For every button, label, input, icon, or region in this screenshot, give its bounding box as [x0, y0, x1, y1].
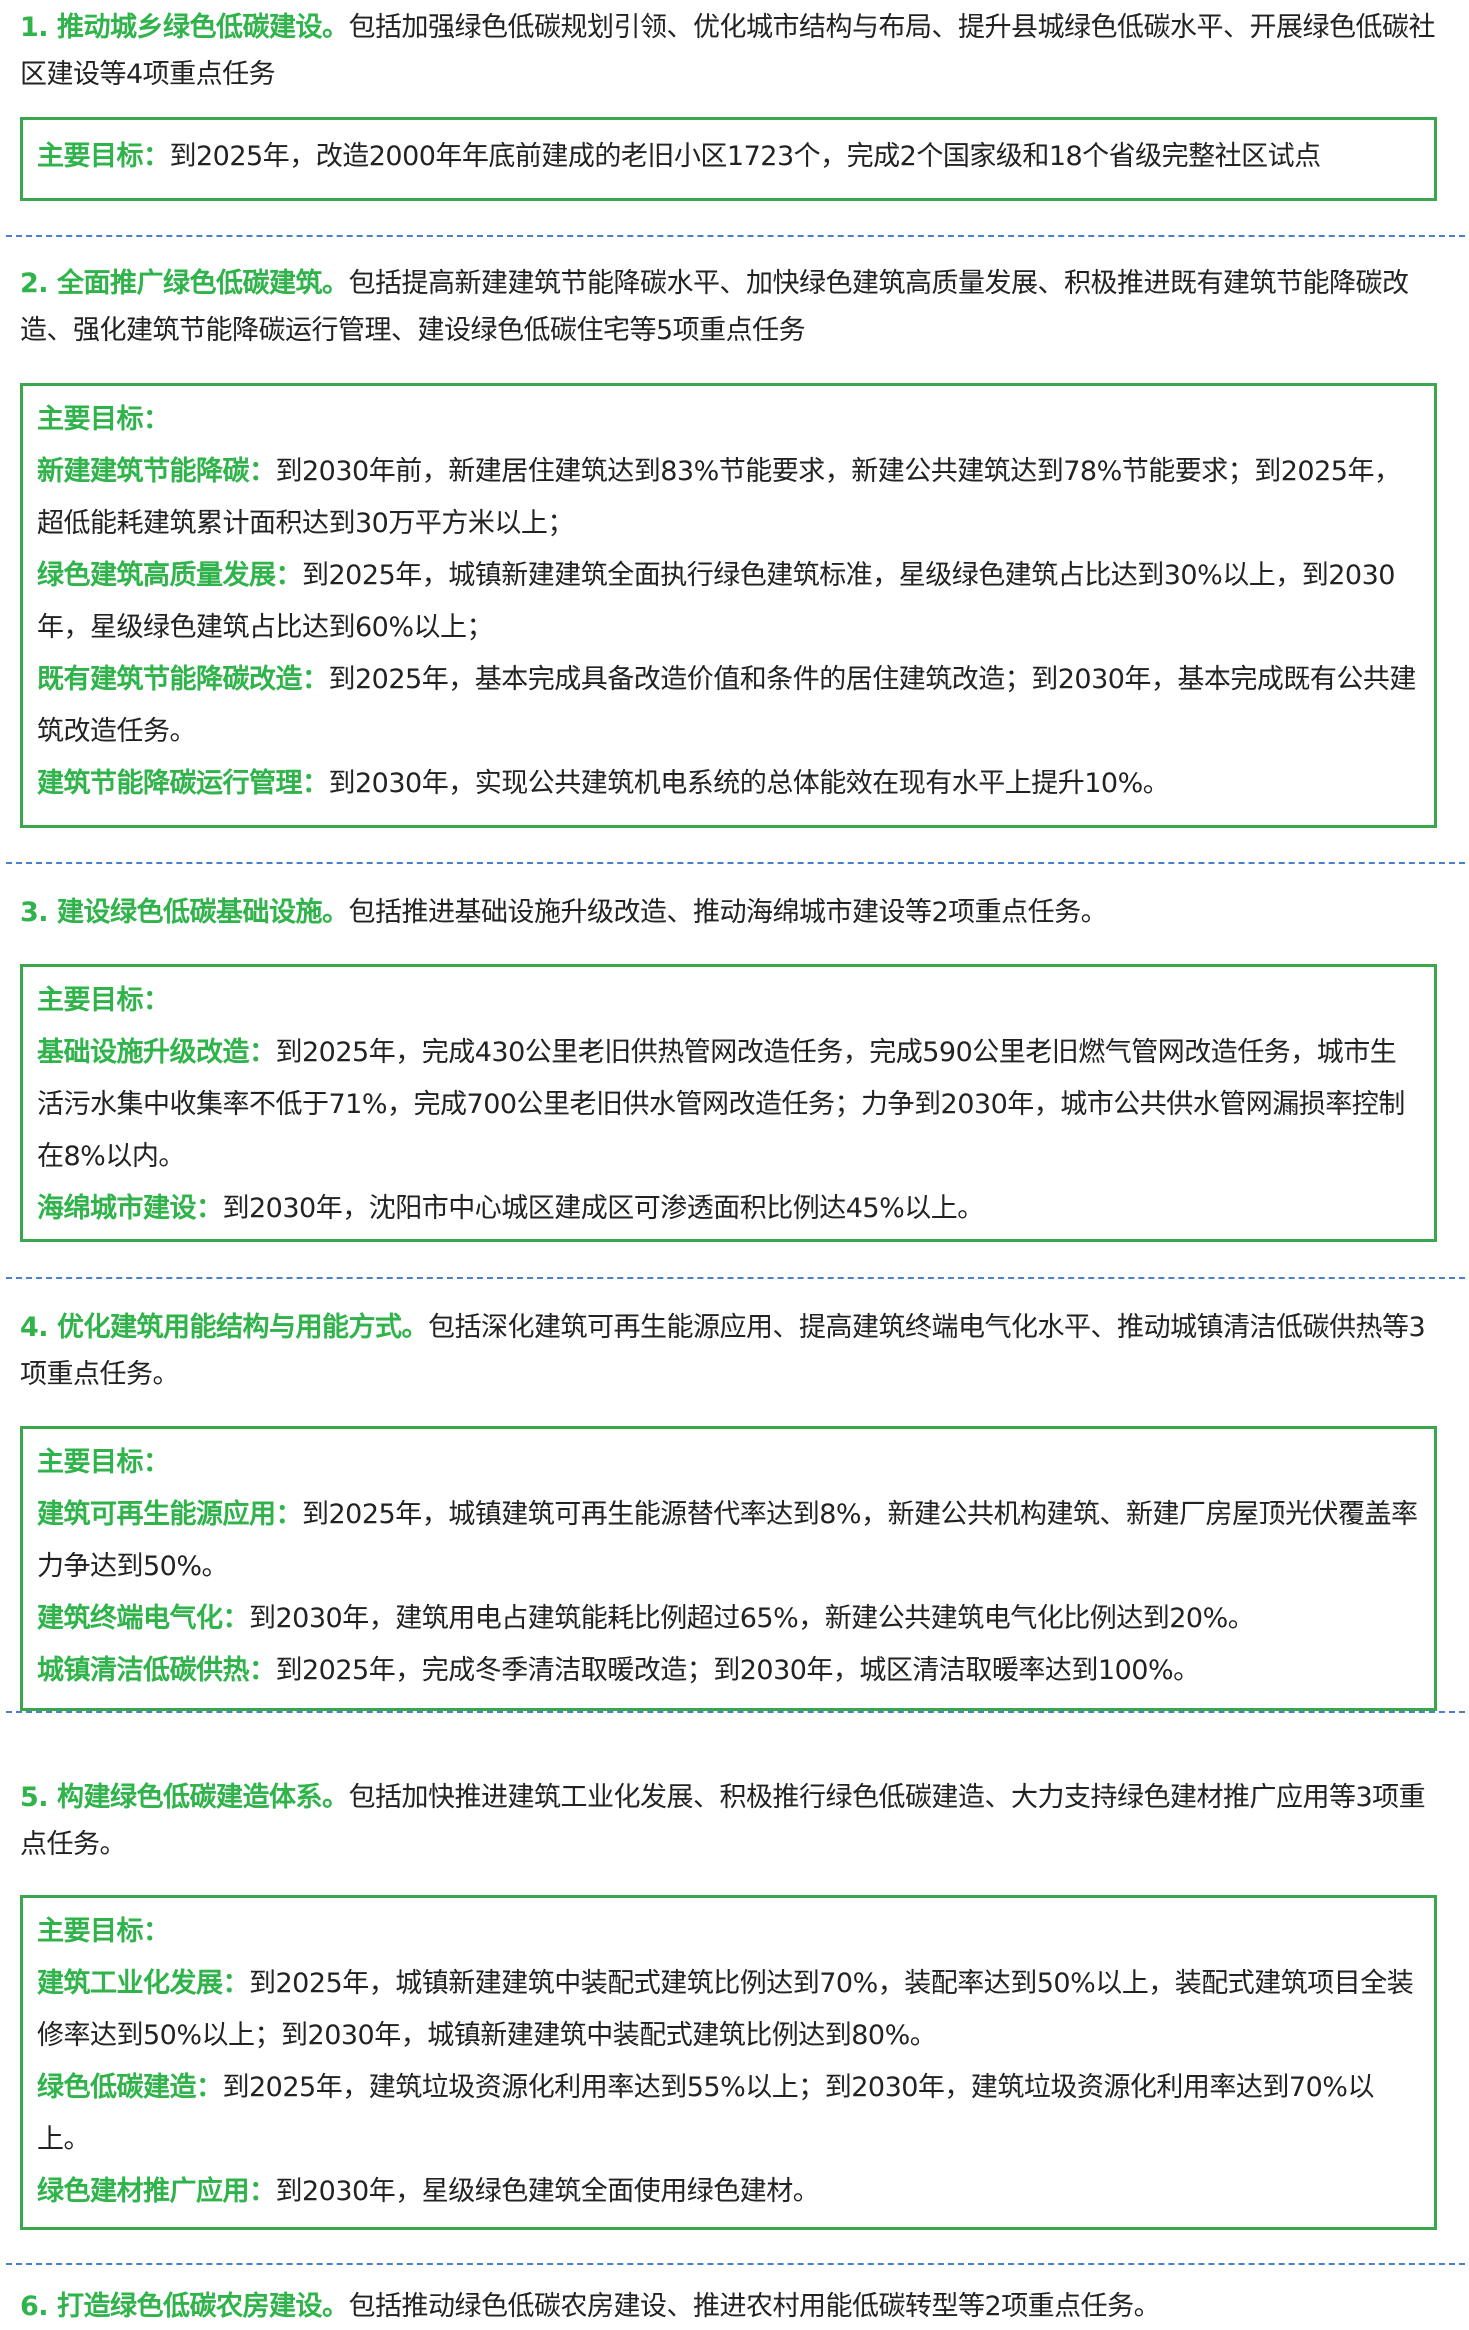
section-heading: 5. 构建绿色低碳建造体系。包括加快推进建筑工业化发展、积极推行绿色低碳建造、大…	[20, 1774, 1440, 1868]
section-description: 包括深化建筑可再生能源应用、提高建筑终端电气化水平、推动城镇清洁低碳供热等3项重…	[20, 1312, 1426, 1390]
section-divider	[6, 862, 1465, 864]
section-title: 2. 全面推广绿色低碳建筑。	[20, 268, 349, 299]
goal-label: 主要目标：	[37, 1447, 170, 1478]
goal-item: 绿色低碳建造：到2025年，建筑垃圾资源化利用率达到55%以上；到2030年，建…	[37, 2062, 1420, 2166]
goal-item: 建筑终端电气化：到2030年，建筑用电占建筑能耗比例超过65%，新建公共建筑电气…	[37, 1593, 1420, 1645]
section-title: 1. 推动城乡绿色低碳建设。	[20, 12, 349, 43]
goal-item: 建筑可再生能源应用：到2025年，城镇建筑可再生能源替代率达到8%，新建公共机构…	[37, 1489, 1420, 1593]
section-heading: 3. 建设绿色低碳基础设施。包括推进基础设施升级改造、推动海绵城市建设等2项重点…	[20, 889, 1440, 936]
goal-item: 基础设施升级改造：到2025年，完成430公里老旧供热管网改造任务，完成590公…	[37, 1027, 1420, 1183]
goal-label: 城镇清洁低碳供热：	[37, 1655, 276, 1686]
goal-text: 到2025年，改造2000年年底前建成的老旧小区1723个，完成2个国家级和18…	[169, 141, 1322, 172]
section-divider	[6, 2263, 1465, 2265]
goal-item: 绿色建筑高质量发展：到2025年，城镇新建建筑全面执行绿色建筑标准，星级绿色建筑…	[37, 550, 1420, 654]
goal-text: 到2030年，沈阳市中心城区建成区可渗透面积比例达45%以上。	[222, 1193, 985, 1224]
section-heading: 4. 优化建筑用能结构与用能方式。包括深化建筑可再生能源应用、提高建筑终端电气化…	[20, 1304, 1440, 1398]
goal-label: 海绵城市建设：	[37, 1193, 223, 1224]
goal-item: 既有建筑节能降碳改造：到2025年，基本完成具备改造价值和条件的居住建筑改造；到…	[37, 654, 1420, 758]
goals-box: 主要目标： 建筑工业化发展：到2025年，城镇新建建筑中装配式建筑比例达到70%…	[20, 1895, 1437, 2230]
goal-label: 主要目标：	[37, 404, 170, 435]
goal-label: 主要目标：	[37, 985, 170, 1016]
goal-label: 建筑工业化发展：	[37, 1968, 250, 1999]
goals-box: 主要目标：到2025年，改造2000年年底前建成的老旧小区1723个，完成2个国…	[20, 117, 1437, 201]
goal-label: 主要目标：	[37, 1916, 170, 1947]
goals-box: 主要目标： 新建建筑节能降碳：到2030年前，新建居住建筑达到83%节能要求，新…	[20, 383, 1437, 828]
goal-text: 到2030年前，新建居住建筑达到83%节能要求，新建公共建筑达到78%节能要求；…	[37, 456, 1401, 539]
goals-box: 主要目标： 建筑可再生能源应用：到2025年，城镇建筑可再生能源替代率达到8%，…	[20, 1426, 1437, 1711]
section-heading: 6. 打造绿色低碳农房建设。包括推动绿色低碳农房建设、推进农村用能低碳转型等2项…	[20, 2283, 1440, 2330]
goal-text: 到2025年，完成430公里老旧供热管网改造任务，完成590公里老旧燃气管网改造…	[37, 1037, 1405, 1172]
goal-text: 到2030年，建筑用电占建筑能耗比例超过65%，新建公共建筑电气化比例达到20%…	[249, 1603, 1255, 1634]
goal-label: 绿色建材推广应用：	[37, 2176, 276, 2207]
goal-text: 到2025年，完成冬季清洁取暖改造；到2030年，城区清洁取暖率达到100%。	[275, 1655, 1201, 1686]
section-title: 3. 建设绿色低碳基础设施。	[20, 897, 349, 928]
goal-label: 建筑可再生能源应用：	[37, 1499, 303, 1530]
goal-label: 既有建筑节能降碳改造：	[37, 664, 329, 695]
goal-label: 主要目标：	[37, 141, 170, 172]
section-divider	[6, 1277, 1465, 1279]
goal-label: 建筑节能降碳运行管理：	[37, 768, 329, 799]
goal-text: 到2025年，基本完成具备改造价值和条件的居住建筑改造；到2030年，基本完成既…	[37, 664, 1416, 747]
goal-text: 到2025年，建筑垃圾资源化利用率达到55%以上；到2030年，建筑垃圾资源化利…	[37, 2072, 1374, 2155]
section-description: 包括推进基础设施升级改造、推动海绵城市建设等2项重点任务。	[348, 897, 1108, 928]
goal-label: 绿色建筑高质量发展：	[37, 560, 303, 591]
goal-item: 海绵城市建设：到2030年，沈阳市中心城区建成区可渗透面积比例达45%以上。	[37, 1183, 1420, 1235]
goal-label: 建筑终端电气化：	[37, 1603, 250, 1634]
section-divider	[6, 235, 1465, 237]
section-title: 5. 构建绿色低碳建造体系。	[20, 1782, 349, 1813]
section-description: 包括提高新建建筑节能降碳水平、加快绿色建筑高质量发展、积极推进既有建筑节能降碳改…	[20, 268, 1409, 346]
section-description: 包括加强绿色低碳规划引领、优化城市结构与布局、提升县城绿色低碳水平、开展绿色低碳…	[20, 12, 1435, 90]
goal-text: 到2030年，实现公共建筑机电系统的总体能效在现有水平上提升10%。	[328, 768, 1170, 799]
section-heading: 1. 推动城乡绿色低碳建设。包括加强绿色低碳规划引领、优化城市结构与布局、提升县…	[20, 4, 1440, 98]
goal-item: 主要目标：	[37, 1906, 1420, 1958]
goal-item: 主要目标：到2025年，改造2000年年底前建成的老旧小区1723个，完成2个国…	[37, 131, 1420, 183]
goal-item: 新建建筑节能降碳：到2030年前，新建居住建筑达到83%节能要求，新建公共建筑达…	[37, 446, 1420, 550]
goal-item: 建筑工业化发展：到2025年，城镇新建建筑中装配式建筑比例达到70%，装配率达到…	[37, 1958, 1420, 2062]
section-title: 6. 打造绿色低碳农房建设。	[20, 2291, 349, 2322]
goal-text: 到2025年，城镇建筑可再生能源替代率达到8%，新建公共机构建筑、新建厂房屋顶光…	[37, 1499, 1418, 1582]
goal-item: 绿色建材推广应用：到2030年，星级绿色建筑全面使用绿色建材。	[37, 2166, 1420, 2218]
goal-label: 绿色低碳建造：	[37, 2072, 223, 2103]
goal-item: 主要目标：	[37, 975, 1420, 1027]
goal-label: 基础设施升级改造：	[37, 1037, 276, 1068]
goal-item: 主要目标：	[37, 394, 1420, 446]
goals-box: 主要目标： 基础设施升级改造：到2025年，完成430公里老旧供热管网改造任务，…	[20, 964, 1437, 1242]
section-description: 包括加快推进建筑工业化发展、积极推行绿色低碳建造、大力支持绿色建材推广应用等3项…	[20, 1782, 1426, 1860]
section-divider	[6, 1711, 1465, 1713]
section-title: 4. 优化建筑用能结构与用能方式。	[20, 1312, 428, 1343]
section-heading: 2. 全面推广绿色低碳建筑。包括提高新建建筑节能降碳水平、加快绿色建筑高质量发展…	[20, 260, 1440, 354]
goal-item: 建筑节能降碳运行管理：到2030年，实现公共建筑机电系统的总体能效在现有水平上提…	[37, 758, 1420, 810]
goal-item: 城镇清洁低碳供热：到2025年，完成冬季清洁取暖改造；到2030年，城区清洁取暖…	[37, 1645, 1420, 1697]
goal-label: 新建建筑节能降碳：	[37, 456, 276, 487]
goal-text: 到2025年，城镇新建建筑中装配式建筑比例达到70%，装配率达到50%以上，装配…	[37, 1968, 1414, 2051]
goal-text: 到2025年，城镇新建建筑全面执行绿色建筑标准，星级绿色建筑占比达到30%以上，…	[37, 560, 1395, 643]
section-description: 包括推动绿色低碳农房建设、推进农村用能低碳转型等2项重点任务。	[348, 2291, 1161, 2322]
goal-text: 到2030年，星级绿色建筑全面使用绿色建材。	[275, 2176, 820, 2207]
goal-item: 主要目标：	[37, 1437, 1420, 1489]
